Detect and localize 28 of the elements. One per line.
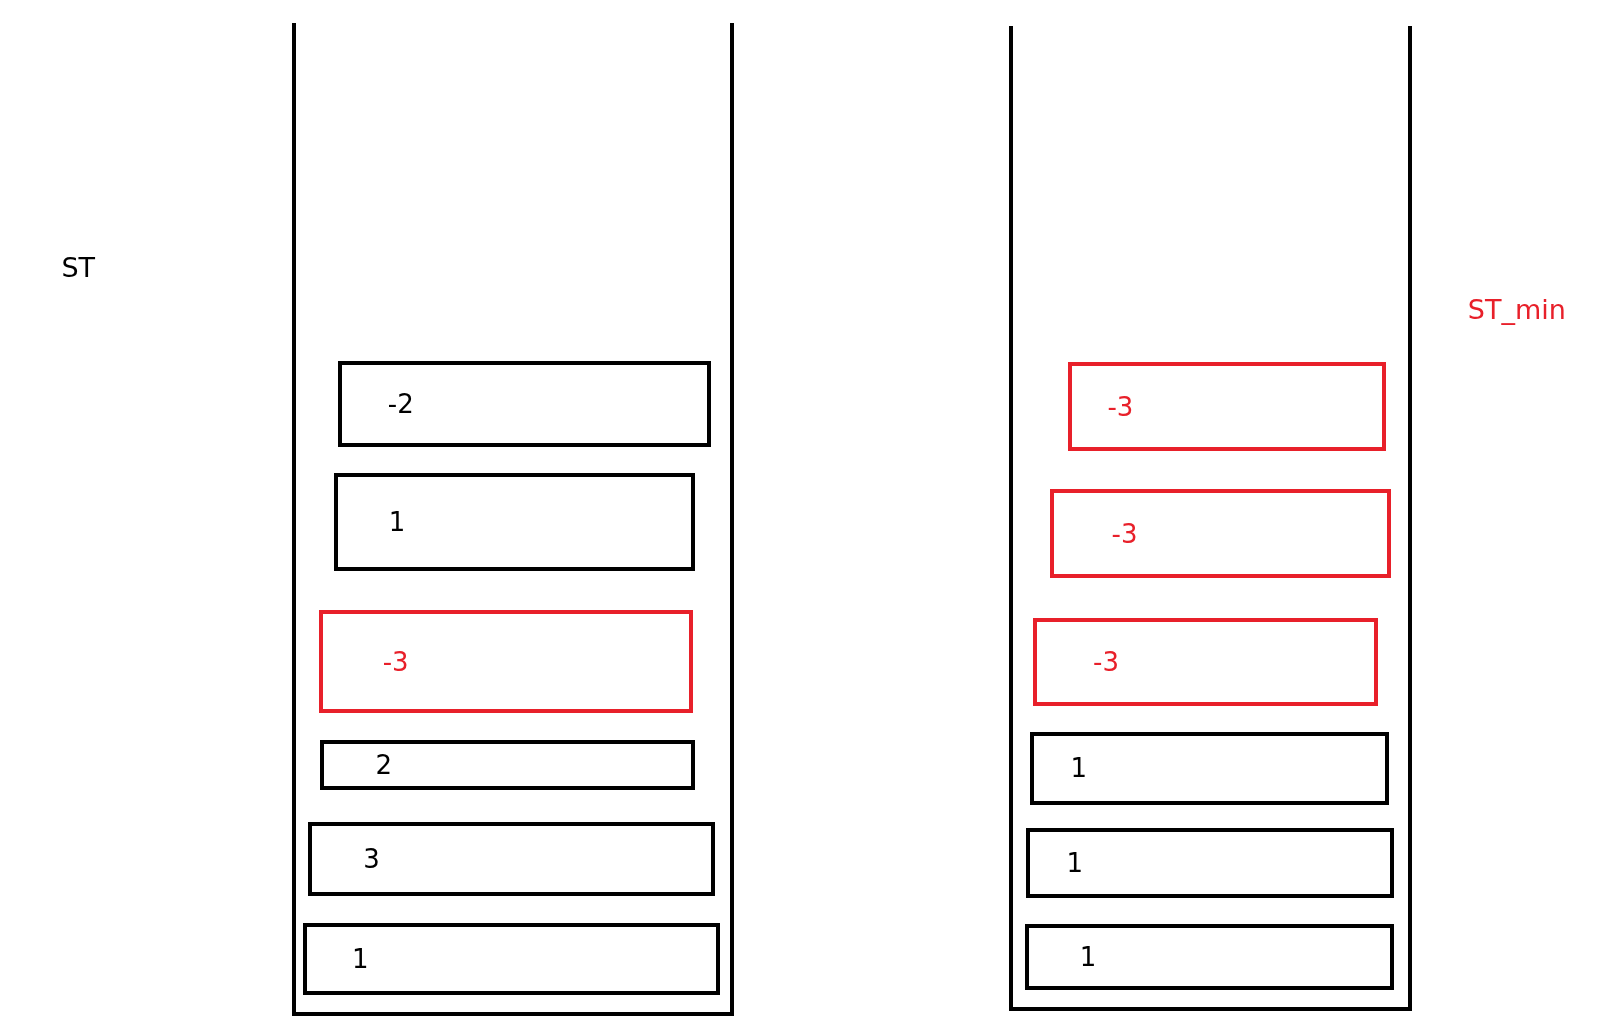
stack-item-box [1025, 828, 1395, 898]
stack-item-box [1032, 618, 1378, 707]
stack-value: -2 [387, 389, 414, 420]
stack-item-box [333, 472, 695, 572]
stack-item-box [319, 610, 693, 714]
stack-value: -3 [1093, 647, 1120, 678]
stack-value: 1 [1070, 753, 1088, 784]
stack-item-box [1067, 362, 1386, 452]
stack-item-box [1024, 924, 1395, 990]
stack-value: -3 [1111, 518, 1138, 549]
stack-item-box [1029, 731, 1389, 805]
stack-name: ST [61, 251, 96, 284]
stack-value: 2 [375, 750, 393, 781]
stack-value: 1 [352, 944, 369, 975]
stack-value: 1 [1066, 847, 1084, 878]
stack-name: ST_min [1467, 293, 1566, 326]
stack-value: 1 [388, 507, 406, 537]
stack-item-box [302, 923, 720, 995]
stack-item-box [308, 821, 716, 896]
stack-item-box [1050, 489, 1392, 579]
stack-item-box [320, 740, 695, 791]
stack-value: -3 [382, 646, 409, 677]
stack-value: -3 [1107, 391, 1134, 422]
stack-container [1009, 25, 1412, 1012]
stack-container [291, 22, 734, 1017]
stack-item-box [337, 361, 712, 448]
stack-value: 1 [1079, 942, 1097, 973]
stack-value: 3 [363, 843, 380, 874]
